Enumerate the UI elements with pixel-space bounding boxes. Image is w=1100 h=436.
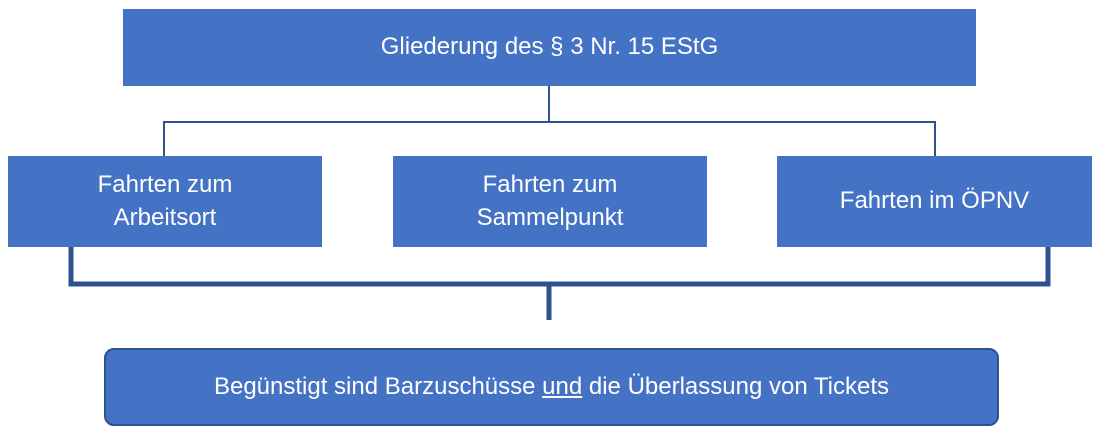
title-box: Gliederung des § 3 Nr. 15 EStG xyxy=(123,9,976,86)
category-label: Fahrten zum Arbeitsort xyxy=(98,169,233,234)
category-box-oepnv: Fahrten im ÖPNV xyxy=(777,156,1092,247)
category-box-arbeitsort: Fahrten zum Arbeitsort xyxy=(8,156,322,247)
category-box-sammelpunkt: Fahrten zum Sammelpunkt xyxy=(393,156,707,247)
result-before: Begünstigt sind Barzuschüsse xyxy=(213,372,543,400)
category-label: Fahrten zum Sammelpunkt xyxy=(477,169,624,234)
category-line: Fahrten im ÖPNV xyxy=(839,187,1030,215)
title-text: Gliederung des § 3 Nr. 15 EStG xyxy=(380,33,719,61)
bottom-bracket xyxy=(68,247,1051,320)
top-connector xyxy=(163,86,936,156)
result-box: Begünstigt sind Barzuschüsse und die Übe… xyxy=(104,348,999,426)
result-emphasis: und xyxy=(542,372,583,400)
category-line: Fahrten zum xyxy=(482,171,618,199)
result-after: die Überlassung von Tickets xyxy=(582,372,890,400)
category-line: Fahrten zum xyxy=(97,171,233,199)
category-line: Arbeitsort xyxy=(113,203,217,231)
category-line: Sammelpunkt xyxy=(476,203,624,231)
result-text: Begünstigt sind Barzuschüsse und die Übe… xyxy=(214,371,889,403)
